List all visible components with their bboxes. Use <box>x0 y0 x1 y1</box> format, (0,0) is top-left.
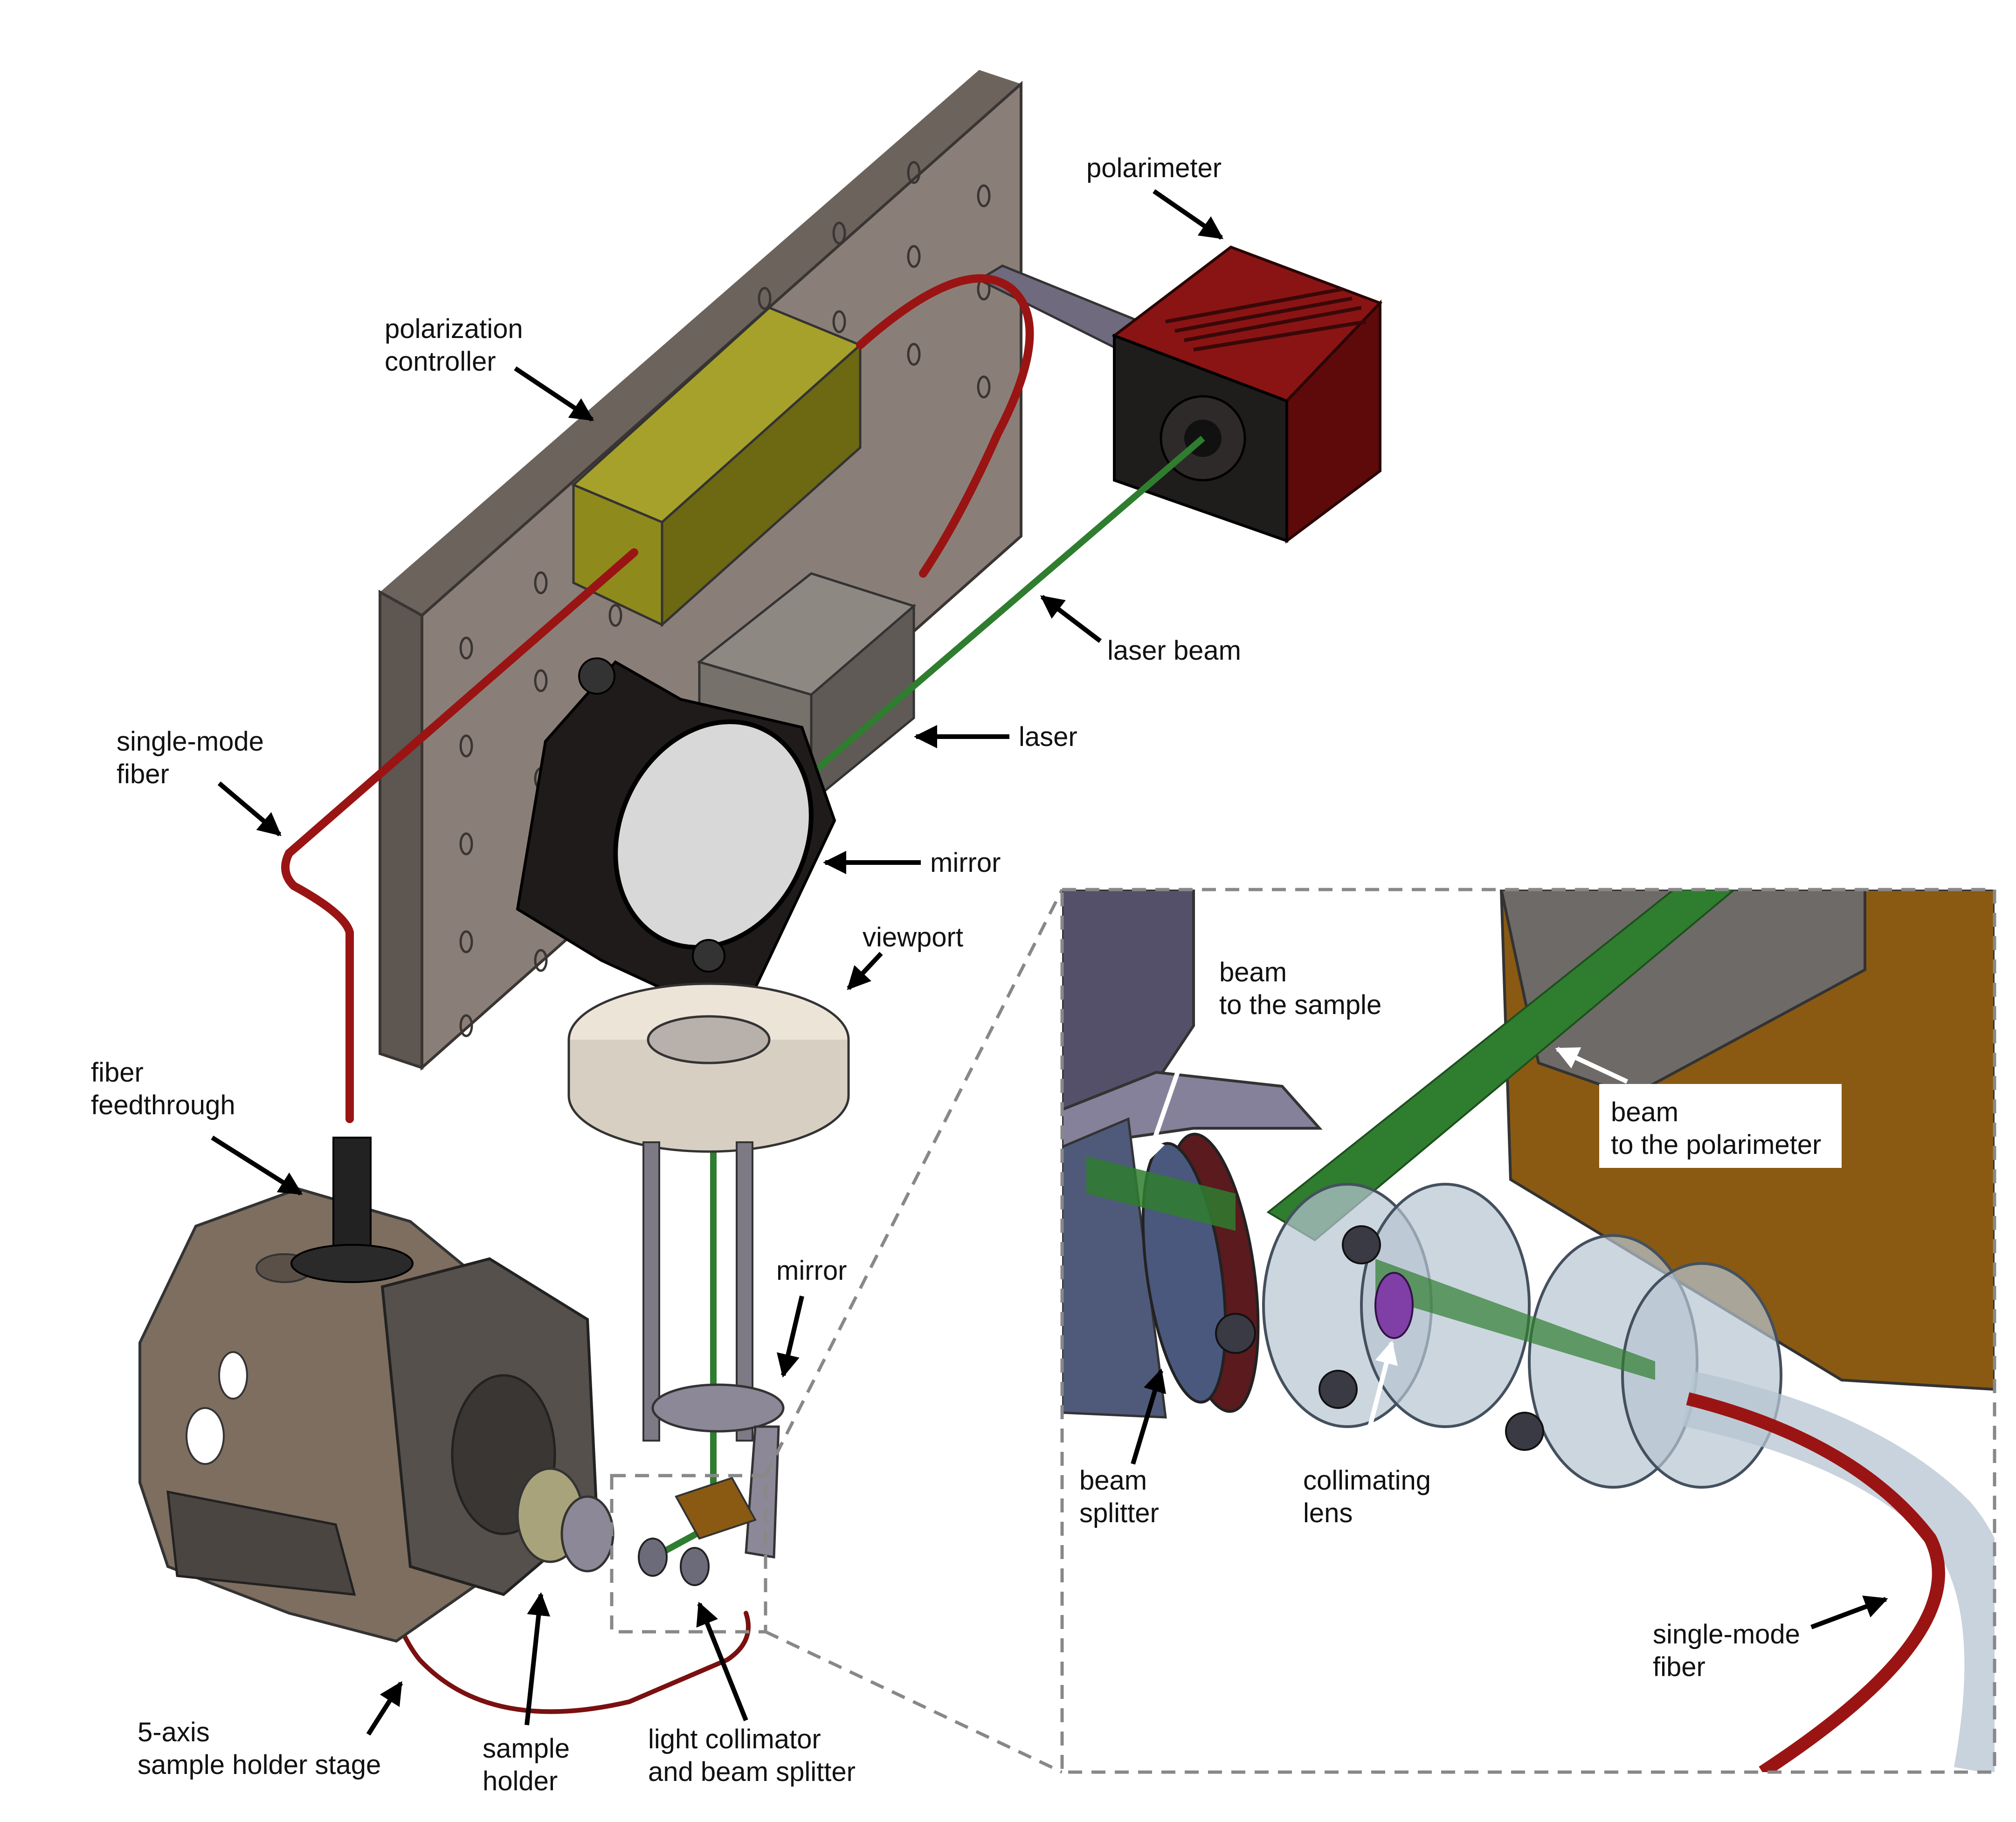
label-fiber-feedthrough: fiber feedthrough <box>91 1057 235 1120</box>
viewport-flange <box>567 982 850 1153</box>
svg-text:beam: beam <box>1219 957 1287 987</box>
inset-label-beam-to-polarimeter: beam to the polarimeter <box>1599 1084 1842 1168</box>
label-viewport: viewport <box>863 922 963 952</box>
svg-text:to the sample: to the sample <box>1219 990 1381 1020</box>
label-polarimeter: polarimeter <box>1086 153 1222 183</box>
collimating-lens-arrow <box>1359 1340 1398 1460</box>
svg-text:feedthrough: feedthrough <box>91 1090 235 1120</box>
label-mirror-bottom: mirror <box>776 1256 847 1286</box>
polarization-controller-arrow <box>514 366 594 422</box>
svg-text:beam: beam <box>1079 1465 1147 1496</box>
svg-text:laser: laser <box>1019 722 1077 752</box>
inset-label-collimating-lens: collimating lens <box>1303 1465 1431 1528</box>
mirror-bottom-arrow <box>776 1295 804 1378</box>
svg-text:5-axis: 5-axis <box>138 1717 210 1747</box>
zoom-region-marker <box>610 889 1064 1774</box>
fiber-feedthrough <box>290 1137 414 1283</box>
beam-to-polarimeter-box <box>1599 1084 1842 1168</box>
label-single-mode-fiber: single-mode fiber <box>117 726 264 789</box>
inset-label-beam-to-sample: beam to the sample <box>1219 957 1381 1020</box>
svg-text:single-mode: single-mode <box>117 726 264 757</box>
label-laser: laser <box>1019 722 1077 752</box>
inset-label-single-mode-fiber: single-mode fiber <box>1653 1619 1800 1682</box>
svg-text:sample holder stage: sample holder stage <box>138 1750 381 1780</box>
label-laser-beam: laser beam <box>1107 635 1241 666</box>
inset-label-beam-splitter: beam splitter <box>1079 1465 1159 1528</box>
svg-text:polarization: polarization <box>385 314 523 344</box>
label-light-collimator: light collimator and beam splitter <box>648 1724 856 1787</box>
fiber-feedthrough-arrow <box>211 1135 303 1196</box>
svg-text:fiber: fiber <box>1653 1652 1705 1682</box>
svg-text:controller: controller <box>385 346 496 377</box>
label-sample-holder: sample holder <box>483 1733 570 1796</box>
svg-text:splitter: splitter <box>1079 1498 1159 1528</box>
laser-beam-path <box>660 435 1205 1556</box>
inset-single-mode-fiber-arrow <box>1810 1595 1888 1629</box>
inset-detail-panel <box>1060 888 1996 1774</box>
svg-text:collimating: collimating <box>1303 1465 1431 1496</box>
label-polarization-controller: polarization controller <box>385 314 523 377</box>
svg-text:light collimator: light collimator <box>648 1724 821 1754</box>
viewport-arrow <box>847 952 883 990</box>
light-collimator-arrow <box>696 1601 748 1721</box>
svg-text:mirror: mirror <box>776 1256 847 1286</box>
svg-text:laser beam: laser beam <box>1107 635 1241 666</box>
svg-text:and beam splitter: and beam splitter <box>648 1757 856 1787</box>
svg-text:to the polarimeter: to the polarimeter <box>1611 1130 1821 1160</box>
label-five-axis-stage: 5-axis sample holder stage <box>138 1717 381 1780</box>
mirror-mount-top <box>516 657 836 1023</box>
svg-text:sample: sample <box>483 1733 570 1764</box>
sample-holder-arrow <box>525 1592 551 1725</box>
svg-text:single-mode: single-mode <box>1653 1619 1800 1649</box>
svg-text:viewport: viewport <box>863 922 963 952</box>
beam-to-polarimeter-arrow <box>1555 1047 1629 1084</box>
svg-text:lens: lens <box>1303 1498 1353 1528</box>
single-mode-fiber-arrow <box>217 781 282 836</box>
label-mirror-top: mirror <box>930 848 1001 878</box>
polarimeter-device <box>1111 245 1383 544</box>
svg-text:polarimeter: polarimeter <box>1086 153 1222 183</box>
svg-text:fiber: fiber <box>117 759 169 789</box>
svg-text:fiber: fiber <box>91 1057 144 1088</box>
polarimeter-arrow <box>1153 189 1224 240</box>
beam-splitter-arrow <box>1131 1368 1167 1465</box>
svg-text:mirror: mirror <box>930 848 1001 878</box>
svg-text:beam: beam <box>1611 1097 1678 1127</box>
mirror-holder-bottom <box>651 1383 785 1559</box>
svg-text:holder: holder <box>483 1766 558 1796</box>
laser-beam-arrow <box>1040 595 1102 643</box>
beam-to-sample-arrow <box>1143 1039 1191 1163</box>
five-axis-stage-arrow <box>366 1681 403 1736</box>
light-collimator-small <box>638 1538 710 1586</box>
